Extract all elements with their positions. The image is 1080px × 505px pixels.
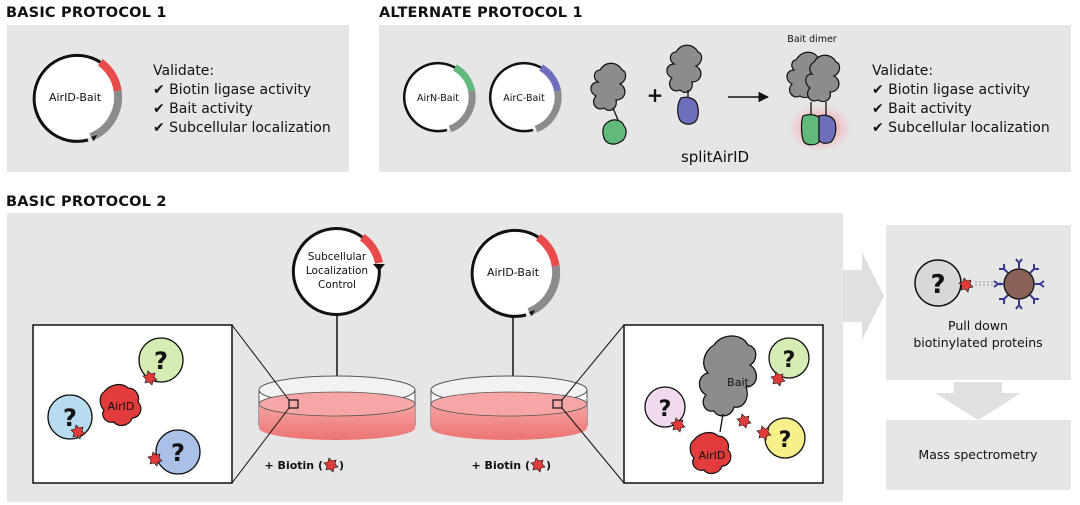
svg-text:?: ? bbox=[659, 397, 672, 422]
header-basic-protocol-2: BASIC PROTOCOL 2 bbox=[6, 194, 167, 210]
biotin-icon bbox=[756, 425, 772, 441]
zoom-region-marker bbox=[288, 399, 299, 409]
pulldown-graphic: ? bbox=[914, 258, 1045, 310]
mass-spec-panel bbox=[886, 420, 1071, 490]
validate-title: Validate: bbox=[872, 63, 934, 79]
plus-sign: + bbox=[647, 83, 664, 107]
svg-text:?: ? bbox=[63, 404, 77, 432]
biotin-icon bbox=[530, 457, 546, 473]
control-plasmid-line: Localization bbox=[306, 265, 368, 277]
validate-list-basic-1: Validate: ✔ Biotin ligase activity ✔ Bai… bbox=[153, 62, 331, 138]
biotin-icon bbox=[670, 417, 686, 433]
validate-item: ✔ Biotin ligase activity bbox=[872, 82, 1031, 98]
svg-text:?: ? bbox=[154, 347, 168, 375]
biotin-label-control: + Biotin ( ) bbox=[265, 457, 344, 473]
validate-item: ✔ Subcellular localization bbox=[872, 120, 1050, 136]
svg-text:+ Biotin (: + Biotin ( bbox=[472, 459, 530, 472]
svg-text:?: ? bbox=[930, 270, 945, 300]
culture-dish-bait bbox=[430, 375, 588, 440]
plasmid-airn-bait: AirN-Bait bbox=[402, 61, 476, 133]
zoom-region-marker bbox=[552, 399, 563, 409]
pulldown-panel bbox=[886, 225, 1071, 380]
pulldown-label-line: Pull down bbox=[948, 318, 1008, 333]
plasmid-airc-bait: AirC-Bait bbox=[488, 61, 562, 133]
airn-bait-protein bbox=[590, 62, 627, 145]
plasmid-subcellular-control: Subcellular Localization Control bbox=[291, 227, 385, 316]
validate-item: ✔ Biotin ligase activity bbox=[153, 82, 312, 98]
plasmid-label: AirN-Bait bbox=[417, 93, 459, 104]
unknown-protein-blue-2: ? bbox=[147, 429, 201, 475]
airid-enzyme: AirID bbox=[99, 383, 142, 427]
validate-item: ✔ Bait activity bbox=[153, 101, 253, 117]
unknown-protein-blue: ? bbox=[47, 394, 93, 440]
svg-text:?: ? bbox=[783, 348, 796, 373]
zoom-lines bbox=[231, 324, 625, 484]
bait-label: Bait bbox=[727, 376, 749, 389]
svg-text:?: ? bbox=[779, 428, 792, 453]
plasmid-airid-bait: AirID-Bait bbox=[32, 53, 123, 143]
biotin-icon bbox=[736, 413, 752, 429]
validate-item: ✔ Subcellular localization bbox=[153, 120, 331, 136]
validate-list-alt-1: Validate: ✔ Biotin ligase activity ✔ Bai… bbox=[872, 62, 1050, 138]
bait-dimer bbox=[786, 51, 852, 152]
culture-dish-control bbox=[258, 375, 416, 440]
mass-spec-label: Mass spectrometry bbox=[918, 447, 1038, 462]
svg-text:?: ? bbox=[171, 439, 185, 467]
bait-dimer-label: Bait dimer bbox=[787, 34, 836, 45]
svg-text:+ Biotin (: + Biotin ( bbox=[265, 459, 323, 472]
unknown-protein-green: ? bbox=[138, 337, 184, 386]
streptavidin-bead-icon bbox=[1003, 268, 1035, 300]
arrow-to-pulldown bbox=[843, 252, 884, 340]
unknown-protein-pink: ? bbox=[644, 386, 686, 433]
pulldown-label-line: biotinylated proteins bbox=[913, 335, 1042, 350]
arrow-to-mass-spec bbox=[935, 382, 1021, 420]
airid-label: AirID bbox=[108, 400, 135, 413]
svg-text:): ) bbox=[546, 459, 551, 472]
biotin-label-bait: + Biotin ( ) bbox=[472, 457, 551, 473]
biotin-icon bbox=[70, 424, 86, 440]
unknown-protein-yellow: ? bbox=[756, 417, 806, 459]
biotin-icon bbox=[147, 451, 163, 467]
control-plasmid-line: Control bbox=[318, 279, 356, 291]
splitairid-label: splitAirID bbox=[681, 148, 749, 166]
svg-text:): ) bbox=[339, 459, 344, 472]
control-plasmid-line: Subcellular bbox=[308, 251, 367, 263]
unknown-protein-green-bait: ? bbox=[768, 337, 810, 387]
validate-item: ✔ Bait activity bbox=[872, 101, 972, 117]
biotin-icon bbox=[958, 277, 974, 293]
biotin-icon bbox=[770, 371, 786, 387]
plasmid-label: AirID-Bait bbox=[49, 91, 102, 104]
biotin-icon bbox=[323, 457, 339, 473]
validate-title: Validate: bbox=[153, 63, 215, 79]
biotin-icon bbox=[142, 370, 158, 386]
plasmid-label: AirID-Bait bbox=[487, 266, 540, 279]
airc-bait-protein bbox=[666, 44, 703, 125]
bait-protein: Bait AirID bbox=[689, 335, 757, 475]
header-basic-protocol-1: BASIC PROTOCOL 1 bbox=[6, 5, 167, 21]
plasmid-airid-bait-2: AirID-Bait bbox=[470, 228, 561, 318]
airid-label: AirID bbox=[699, 449, 726, 462]
header-alternate-protocol-1: ALTERNATE PROTOCOL 1 bbox=[379, 5, 583, 21]
plasmid-label: AirC-Bait bbox=[503, 93, 545, 104]
